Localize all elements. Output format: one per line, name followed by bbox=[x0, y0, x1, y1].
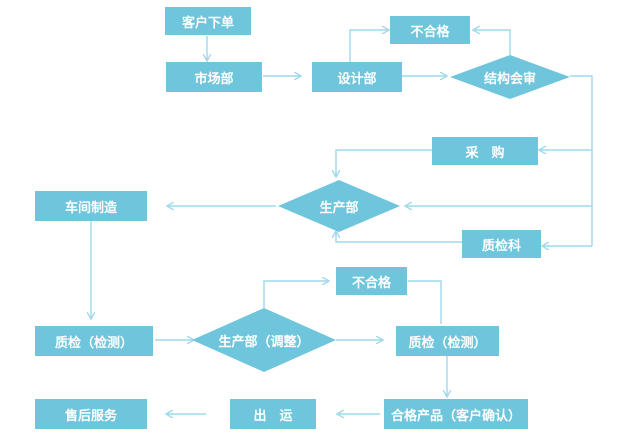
line-adjust-to-reject-mid bbox=[263, 281, 328, 308]
line-review-to-reject-top bbox=[474, 30, 511, 55]
line-qcdept-to-production bbox=[336, 232, 462, 243]
node-design: 设计部 bbox=[312, 62, 402, 92]
decision-adjust-shape bbox=[192, 308, 336, 372]
node-purchase: 采 购 bbox=[432, 137, 538, 165]
line-review-right-trunk bbox=[570, 75, 593, 246]
decision-review-label: 结构会审 bbox=[483, 71, 536, 87]
node-after-sales: 售后服务 bbox=[35, 399, 147, 429]
node-qc-dept: 质检科 bbox=[462, 230, 541, 258]
node-order: 客户下单 bbox=[165, 7, 251, 35]
node-qc-left: 质检（检测） bbox=[35, 326, 153, 356]
line-purchase-to-production bbox=[336, 149, 432, 176]
node-reject-mid: 不合格 bbox=[336, 267, 407, 295]
node-qualified: 合格产品（客户确认） bbox=[384, 399, 528, 429]
node-market: 市场部 bbox=[166, 62, 262, 92]
node-reject-top: 不合格 bbox=[390, 16, 470, 44]
node-qc-right: 质检（检测） bbox=[396, 326, 499, 356]
line-reject-mid-to-qcright bbox=[408, 280, 442, 324]
line-design-to-reject-top bbox=[349, 30, 388, 63]
decision-production-label: 生产部 bbox=[319, 200, 359, 216]
decision-production-shape bbox=[278, 180, 400, 232]
decision-review-shape bbox=[450, 55, 570, 99]
node-shipping: 出 运 bbox=[230, 399, 316, 429]
decision-adjust-label: 生产部（调整） bbox=[218, 334, 310, 350]
node-workshop: 车间制造 bbox=[35, 191, 147, 221]
